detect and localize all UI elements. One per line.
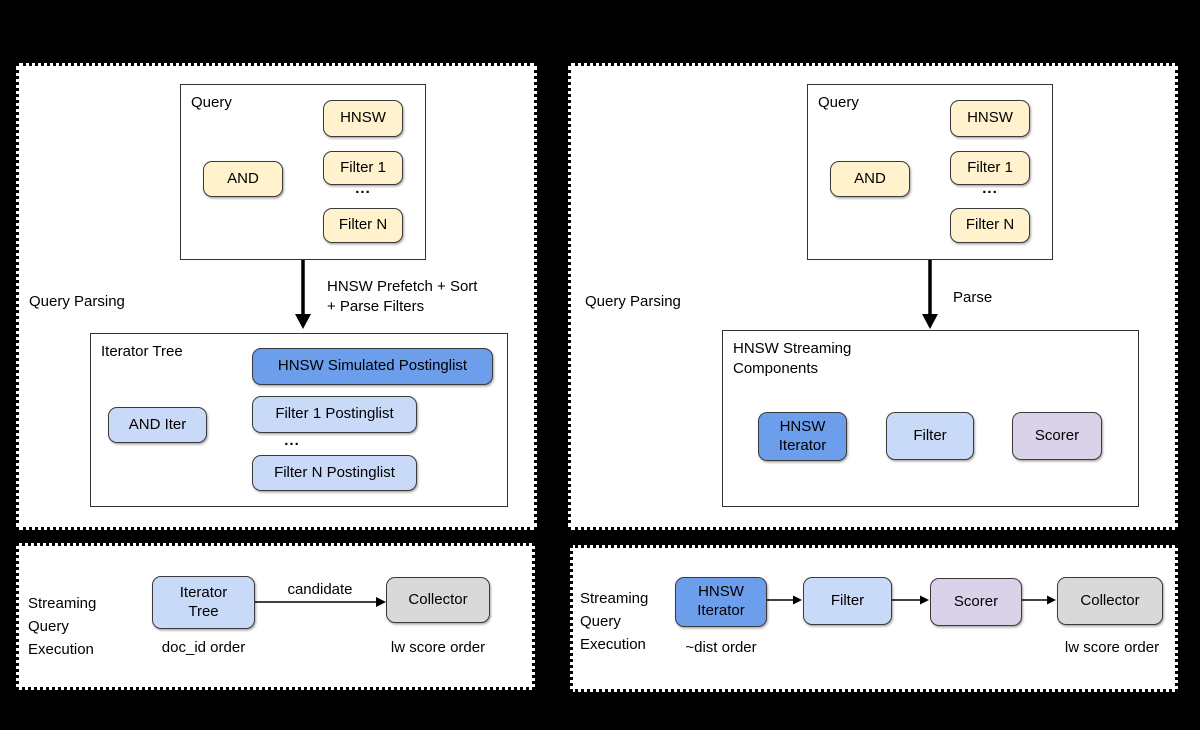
iterator-tree-node: Iterator Tree — [152, 576, 255, 629]
iterator-tree-title: Iterator Tree — [101, 343, 183, 360]
filter-1-postinglist-node: Filter 1 Postinglist — [252, 396, 417, 433]
hnsw-iterator-node: HNSW Iterator — [758, 412, 847, 461]
stage-label: Streaming Query Execution — [580, 590, 649, 653]
filter-node: Filter — [803, 577, 892, 625]
collector-node: Collector — [1057, 577, 1163, 625]
hnsw-node: HNSW — [950, 100, 1030, 137]
panel-streaming-query-parsing: Query AND HNSW Filter 1 ... Filter N Par… — [568, 63, 1178, 530]
order-label-lw-score: lw score order — [1064, 639, 1160, 656]
collector-node: Collector — [386, 577, 490, 623]
ellipsis: ... — [982, 180, 998, 197]
scorer-node: Scorer — [1012, 412, 1102, 460]
ellipsis: ... — [355, 180, 371, 197]
hnsw-iterator-node: HNSW Iterator — [675, 577, 767, 627]
query-box-title: Query — [191, 94, 232, 111]
panel-prefetch-execution: Streaming Query Execution Iterator Tree … — [16, 543, 535, 690]
panel-prefetch-query-parsing: Query AND HNSW Filter 1 ... Filter N HNS… — [16, 63, 537, 530]
edge-label: candidate — [287, 581, 353, 598]
and-node: AND — [203, 161, 283, 197]
filter-n-node: Filter N — [323, 208, 403, 243]
hnsw-node: HNSW — [323, 100, 403, 137]
transition-label: Parse — [953, 289, 993, 306]
parse-arrow-head — [922, 314, 938, 329]
hnsw-simulated-postinglist-node: HNSW Simulated Postinglist — [252, 348, 493, 385]
and-node: AND — [830, 161, 910, 197]
stage-label: Streaming Query Execution — [28, 595, 97, 658]
order-label-lw-score: lw score order — [390, 639, 486, 656]
panel-streaming-execution: Streaming Query Execution HNSW Iterator … — [570, 545, 1178, 692]
and-iter-node: AND Iter — [108, 407, 207, 443]
stage-label: Query Parsing — [29, 293, 125, 310]
order-label-doc-id: doc_id order — [161, 639, 246, 656]
filter-node: Filter — [886, 412, 974, 460]
query-box-title: Query — [818, 94, 859, 111]
filter-1-node: Filter 1 — [323, 151, 403, 185]
filter-n-node: Filter N — [950, 208, 1030, 243]
scorer-node: Scorer — [930, 578, 1022, 626]
components-box-title: HNSW Streaming Components — [733, 340, 852, 377]
filter-n-postinglist-node: Filter N Postinglist — [252, 455, 417, 491]
candidate-arrow-head — [376, 597, 386, 607]
ellipsis: ... — [284, 432, 300, 449]
order-label-dist: ~dist order — [685, 639, 757, 656]
filter-1-node: Filter 1 — [950, 151, 1030, 185]
transition-label: HNSW Prefetch + Sort + Parse Filters — [327, 278, 478, 315]
parse-arrow-head — [295, 314, 311, 329]
stage-label: Query Parsing — [585, 293, 681, 310]
